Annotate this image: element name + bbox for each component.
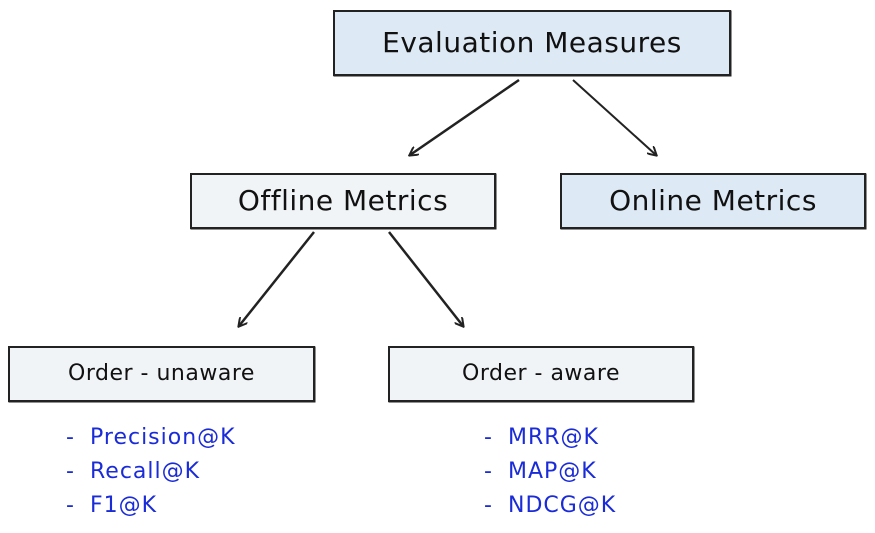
metric-item: -Recall@K (66, 455, 236, 489)
node-order-aware: Order - aware (388, 346, 694, 402)
node-online-metrics: Online Metrics (560, 173, 866, 229)
node-online-metrics-label: Online Metrics (609, 184, 817, 217)
list-bullet: - (484, 425, 493, 450)
node-offline-metrics-label: Offline Metrics (237, 184, 449, 217)
metric-item: -MAP@K (484, 455, 616, 489)
arrow-offline-to-order-unaware (239, 231, 315, 326)
node-order-aware-label: Order - aware (462, 361, 620, 386)
node-evaluation-measures: Evaluation Measures (333, 10, 731, 76)
list-bullet: - (66, 459, 75, 484)
list-bullet: - (484, 493, 493, 518)
node-evaluation-measures-label: Evaluation Measures (382, 26, 682, 59)
metric-label: F1@K (90, 493, 158, 518)
list-bullet: - (66, 493, 75, 518)
metric-label: Recall@K (90, 459, 201, 484)
node-order-unaware-label: Order - unaware (68, 361, 255, 386)
order-unaware-metric-list: -Precision@K -Recall@K -F1@K (66, 421, 236, 523)
order-aware-metric-list: -MRR@K -MAP@K -NDCG@K (484, 421, 616, 523)
metric-item: -NDCG@K (484, 489, 616, 523)
list-bullet: - (66, 425, 75, 450)
metric-label: NDCG@K (508, 493, 617, 518)
node-offline-metrics: Offline Metrics (190, 173, 496, 229)
arrow-root-to-online (572, 79, 656, 155)
metric-item: -Precision@K (66, 421, 236, 455)
arrow-root-to-offline (410, 78, 520, 155)
metric-item: -F1@K (66, 489, 236, 523)
metric-label: Precision@K (90, 425, 236, 450)
arrow-offline-to-order-aware (388, 231, 463, 326)
node-order-unaware: Order - unaware (8, 346, 315, 402)
metric-label: MRR@K (508, 425, 599, 450)
metric-label: MAP@K (508, 459, 597, 484)
list-bullet: - (484, 459, 493, 484)
metric-item: -MRR@K (484, 421, 616, 455)
